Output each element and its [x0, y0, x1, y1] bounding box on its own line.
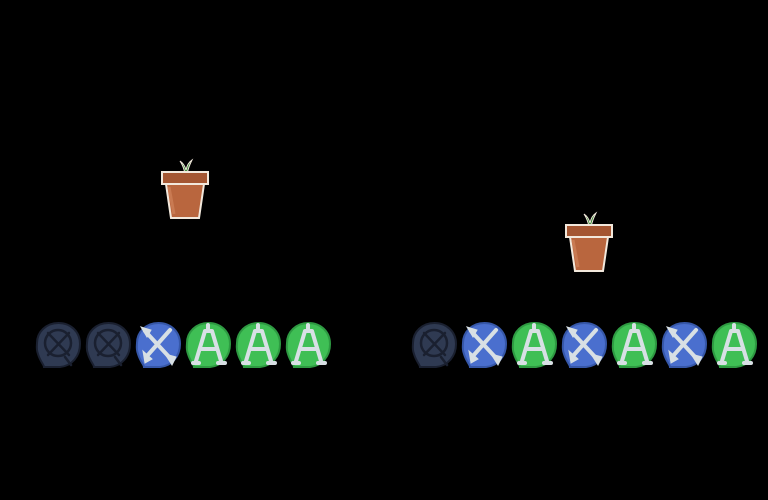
empty-slot-icon: [35, 321, 82, 368]
empty-tool-slot[interactable]: [411, 321, 458, 369]
fork-icon: [235, 321, 282, 368]
shovel-tool-slot[interactable]: [561, 321, 608, 369]
sprout-pot-icon[interactable]: [160, 156, 210, 220]
tool-inventory-bar: [411, 321, 758, 371]
fork-icon: [285, 321, 332, 368]
right-game-panel: [384, 0, 768, 500]
shovel-icon: [561, 321, 608, 368]
fork-tool-slot[interactable]: [611, 321, 658, 369]
fork-icon: [611, 321, 658, 368]
fork-icon: [185, 321, 232, 368]
fork-tool-slot[interactable]: [711, 321, 758, 369]
shovel-tool-slot[interactable]: [461, 321, 508, 369]
shovel-icon: [661, 321, 708, 368]
fork-icon: [511, 321, 558, 368]
fork-tool-slot[interactable]: [285, 321, 332, 369]
empty-slot-icon: [411, 321, 458, 368]
left-game-panel: [35, 156, 332, 371]
fork-tool-slot[interactable]: [185, 321, 232, 369]
fork-tool-slot[interactable]: [511, 321, 558, 369]
empty-tool-slot[interactable]: [35, 321, 82, 369]
shovel-icon: [135, 321, 182, 368]
fork-icon: [711, 321, 758, 368]
tool-inventory-bar: [35, 321, 332, 371]
fork-tool-slot[interactable]: [235, 321, 282, 369]
empty-tool-slot[interactable]: [85, 321, 132, 369]
shovel-tool-slot[interactable]: [135, 321, 182, 369]
shovel-icon: [461, 321, 508, 368]
sprout-pot-icon[interactable]: [564, 209, 614, 273]
shovel-tool-slot[interactable]: [661, 321, 708, 369]
empty-slot-icon: [85, 321, 132, 368]
